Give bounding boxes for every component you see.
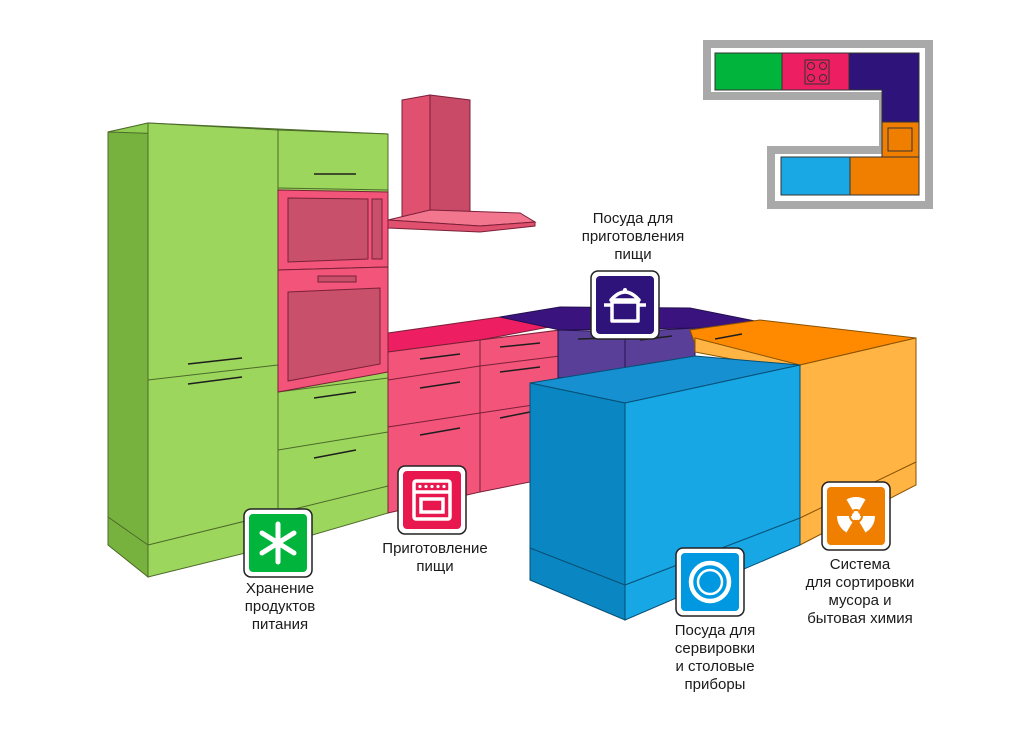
- serving-zone-icon: [675, 547, 745, 617]
- waste-zone-icon: [821, 481, 891, 551]
- hood-chimney-front: [429, 94, 471, 219]
- plan-cookware-zone: [848, 52, 920, 123]
- cooking-zone-icon: [397, 465, 467, 535]
- tall-cabinet-side: [107, 122, 149, 579]
- pot-icon: [604, 290, 646, 323]
- hood-chimney-side: [401, 94, 431, 221]
- snowflake-icon: [259, 521, 297, 565]
- oven-window: [287, 287, 381, 382]
- waste-zone-label: Система для сортировки мусора и бытовая …: [805, 556, 915, 627]
- cookware-zone-label: Посуда для приготовления пищи: [581, 210, 685, 263]
- plan-fridge-zone: [714, 52, 783, 91]
- pink-countertop: [387, 316, 561, 353]
- microwave-panel: [371, 198, 383, 260]
- blue-island: [529, 355, 801, 621]
- storage-zone-label: Хранение продуктов питания: [244, 580, 316, 633]
- range-hood: [387, 94, 537, 233]
- plan-waste-zone: [849, 156, 920, 196]
- storage-zone-icon: [243, 508, 313, 578]
- cooking-zone-label: Приготовление пищи: [382, 540, 488, 575]
- stove-icon: [412, 479, 452, 521]
- cookware-zone-icon: [590, 270, 660, 340]
- microwave-window: [287, 197, 369, 263]
- island-side: [624, 364, 801, 621]
- hood-canopy-front: [387, 219, 536, 233]
- oven-control-strip: [317, 275, 357, 283]
- serving-zone-label: Посуда для сервировки и столовые приборы: [674, 622, 756, 693]
- floor-plan: [703, 40, 933, 209]
- plate-icon: [688, 560, 732, 604]
- island-front: [529, 382, 626, 621]
- tall-cabinet-handles: [187, 173, 357, 459]
- built-in-appliances: [277, 189, 389, 393]
- plan-serving-zone: [780, 156, 851, 196]
- plan-sink-icon: [887, 127, 913, 152]
- plan-cooktop-icon: [804, 59, 830, 85]
